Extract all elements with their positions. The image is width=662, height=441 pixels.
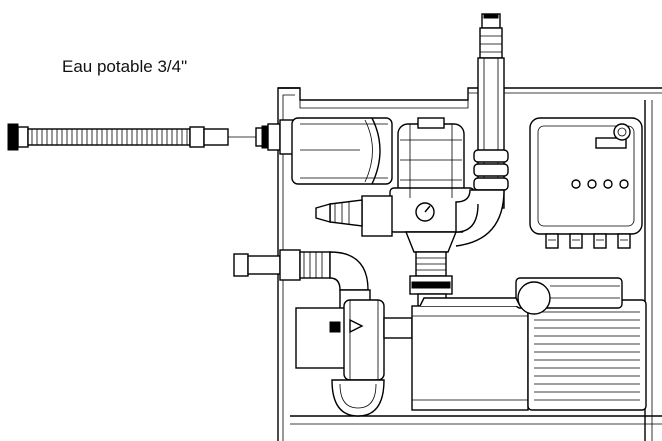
flexible-hose <box>7 119 295 155</box>
pump-motor <box>411 277 647 411</box>
water-inlet-label: Eau potable 3/4" <box>62 57 188 76</box>
outlet-elbow <box>233 249 371 311</box>
controller-box <box>529 117 643 249</box>
valve-block <box>295 299 413 417</box>
filter-head <box>315 117 475 307</box>
left-tank <box>291 117 393 185</box>
top-pipe <box>455 13 509 247</box>
